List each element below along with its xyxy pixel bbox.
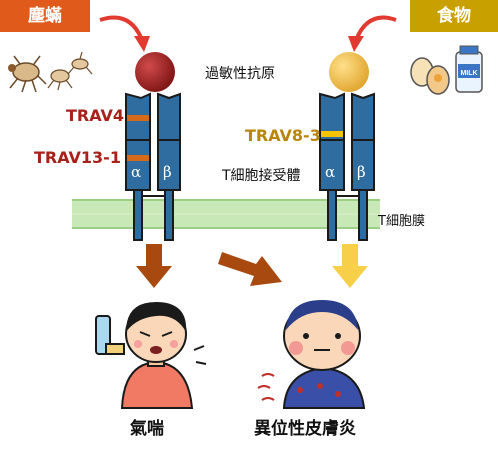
dermatitis-label: 異位性皮膚炎 bbox=[254, 419, 356, 439]
egg-milk-icon: MILK bbox=[410, 45, 483, 95]
beta-right: β bbox=[357, 163, 366, 181]
inhaler-icon bbox=[95, 315, 125, 355]
trav13-label: TRAV13-1 bbox=[34, 148, 121, 167]
trav4-band bbox=[127, 115, 149, 121]
mite-tag: 塵蟎 bbox=[0, 0, 90, 32]
tcr-label: T細胞接受體 bbox=[222, 168, 301, 184]
alpha-left: α bbox=[131, 163, 142, 181]
asthma-person-icon bbox=[120, 302, 207, 409]
food-curved-arrow bbox=[354, 15, 397, 41]
diagonal-arrow-center bbox=[218, 252, 282, 286]
trav13-band bbox=[127, 155, 149, 161]
tcr-left bbox=[125, 92, 181, 241]
trav4-label: TRAV4 bbox=[66, 106, 125, 125]
dust-mite-icon bbox=[8, 51, 93, 93]
asthma-label: 氣喘 bbox=[130, 419, 164, 439]
tcr-right bbox=[319, 92, 375, 241]
alpha-right: α bbox=[325, 163, 336, 181]
mite-curved-arrow bbox=[99, 15, 144, 41]
down-arrow-left bbox=[136, 244, 172, 288]
trav8-3-band bbox=[321, 131, 343, 137]
trav8-3-label: TRAV8-3 bbox=[245, 126, 321, 145]
mite-arrowhead bbox=[134, 36, 150, 52]
down-arrow-right bbox=[332, 244, 368, 288]
membrane-label: T細胞膜 bbox=[378, 214, 425, 229]
milk-label: MILK bbox=[460, 70, 477, 77]
mite-antigen bbox=[135, 52, 175, 92]
antigen-label: 過敏性抗原 bbox=[205, 66, 275, 82]
food-tag: 食物 bbox=[410, 0, 498, 32]
beta-left: β bbox=[163, 163, 172, 181]
food-antigen bbox=[329, 52, 369, 92]
food-arrowhead bbox=[348, 36, 364, 52]
dermatitis-person-icon bbox=[257, 300, 366, 409]
